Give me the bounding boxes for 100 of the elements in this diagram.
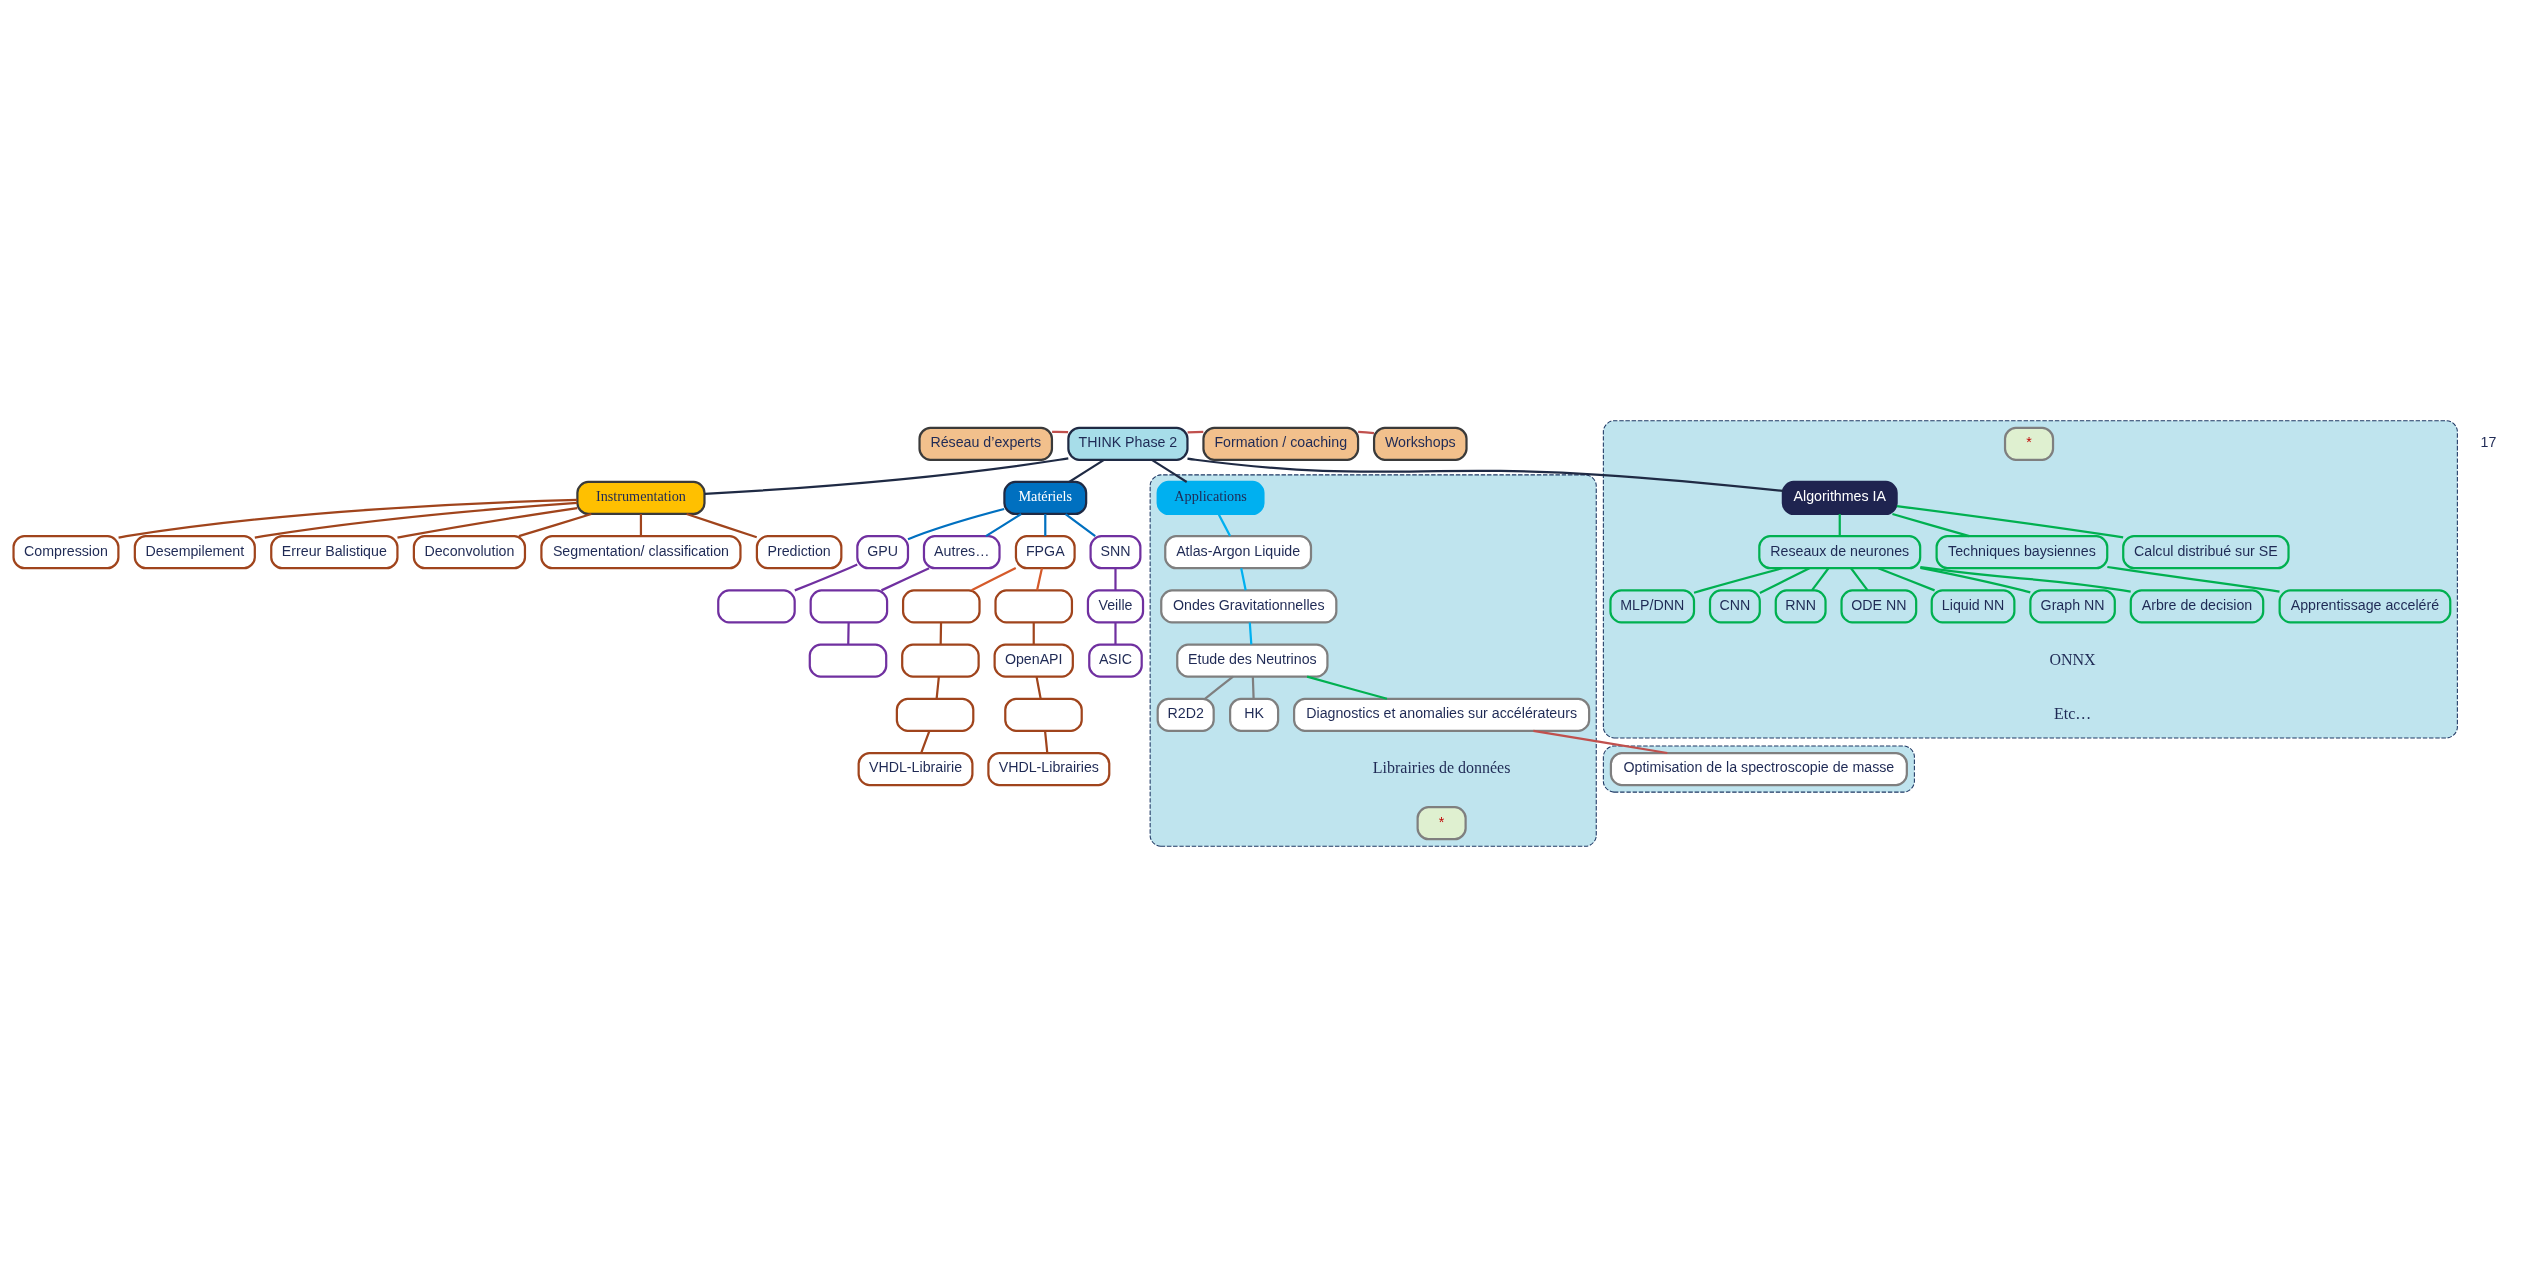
node-box: Reseaux de neurones [1758,535,1922,570]
node-box [1004,697,1083,732]
connector [1896,504,2124,539]
connector [907,507,1005,541]
node-box: Segmentation/ classification [540,535,742,570]
node-box: THINK Phase 2 [1067,426,1189,461]
node-box: Prediction [755,535,843,570]
node-box: * [1416,806,1467,841]
node-box: GPU [856,535,910,570]
connector [1068,458,1105,483]
cluster [1149,474,1597,847]
connector [1043,730,1049,753]
connector [1920,565,2131,593]
node-box [895,697,975,732]
connector [1151,458,1188,483]
node-box: Applications [1156,480,1265,516]
node-box [717,589,796,624]
connector [704,457,1069,496]
connector [1877,567,1935,592]
node-box: FPGA [1014,535,1076,570]
node-box: Arbre de decision [2129,589,2265,624]
connector [1114,568,1117,591]
node-box: Atlas-Argon Liquide [1164,535,1313,570]
connector [939,622,943,645]
label: ONNX [2049,650,2096,668]
node-box: RNN [1774,589,1827,624]
node-box: Compression [12,535,120,570]
node-box: Veille [1086,589,1145,624]
node-box: Ondes Gravitationnelles [1160,589,1338,624]
connector [1850,567,1869,591]
connector [1693,567,1783,594]
node-box: Instrumentation [576,480,706,516]
node-box: Diagnostics et anomalies sur accélérateurs [1293,697,1591,732]
node-box: * [2003,426,2055,461]
node-box: Deconvolution [412,535,527,570]
node-box: VHDL-Librairie [857,751,974,787]
node-box: CNN [1708,589,1761,624]
connector [1920,566,2031,594]
node-box: ASIC [1088,643,1143,678]
node-box: Techniques baysiennes [1935,535,2109,570]
node-box: Apprentissage acceléré [2278,589,2452,624]
node-box: Erreur Balistique [270,535,399,570]
node-box: HK [1229,697,1280,732]
node-box [994,589,1074,624]
cluster [1602,420,2458,739]
node-box: VHDL-Librairies [987,751,1111,787]
connector [935,676,940,699]
connector [1035,676,1042,699]
connector [1759,567,1810,594]
label: 17 [2480,434,2497,451]
node-box [809,589,889,624]
connector [1204,675,1234,700]
node-box: SNN [1089,535,1142,570]
node-box: Optimisation de la spectroscopie de masse [1609,751,1908,787]
connector [971,566,1017,592]
connector [2107,565,2280,593]
connector [1032,622,1035,645]
node-box: Liquid NN [1930,589,2016,624]
connector [639,514,643,536]
connector [1811,567,1830,591]
node-box: Workshops [1372,426,1468,461]
node-box: R2D2 [1156,697,1215,732]
connector [518,512,592,538]
connector [985,513,1022,538]
node-box: Matériels [1003,480,1088,516]
connector [1114,622,1117,645]
connector [847,622,850,645]
node-box: Réseau d’experts [918,426,1054,461]
connector [881,567,930,592]
node-box: Algorithmes IA [1781,480,1898,516]
connector [1248,622,1253,645]
connector [1533,729,1668,755]
node-box [901,643,980,678]
connector [118,498,578,539]
connector [1892,512,1970,538]
connector [1064,513,1096,538]
node-box: Etude des Neutrinos [1176,643,1329,678]
node-box: ODE NN [1840,589,1918,624]
node-box: Formation / coaching [1202,426,1360,461]
connector [920,730,931,754]
node-box [808,643,888,678]
node-box: OpenAPI [993,643,1074,678]
connector [1187,457,1783,493]
node-box: Autres… [922,535,1001,570]
connector [1251,676,1255,699]
connector [1036,568,1043,591]
connector [397,506,578,539]
node-box: MLP/DNN [1609,589,1696,624]
connector [1838,514,1841,536]
label: Librairies de données [1372,758,1511,776]
node-box [902,589,981,624]
connector [1306,675,1388,700]
connector [686,513,758,539]
node-box: Desempilement [133,535,256,570]
connector [1240,568,1247,591]
label: Etc… [2053,704,2092,722]
node-box: Graph NN [2029,589,2116,624]
connector [1044,514,1047,536]
connector [1217,513,1232,537]
connector [1358,430,1375,435]
